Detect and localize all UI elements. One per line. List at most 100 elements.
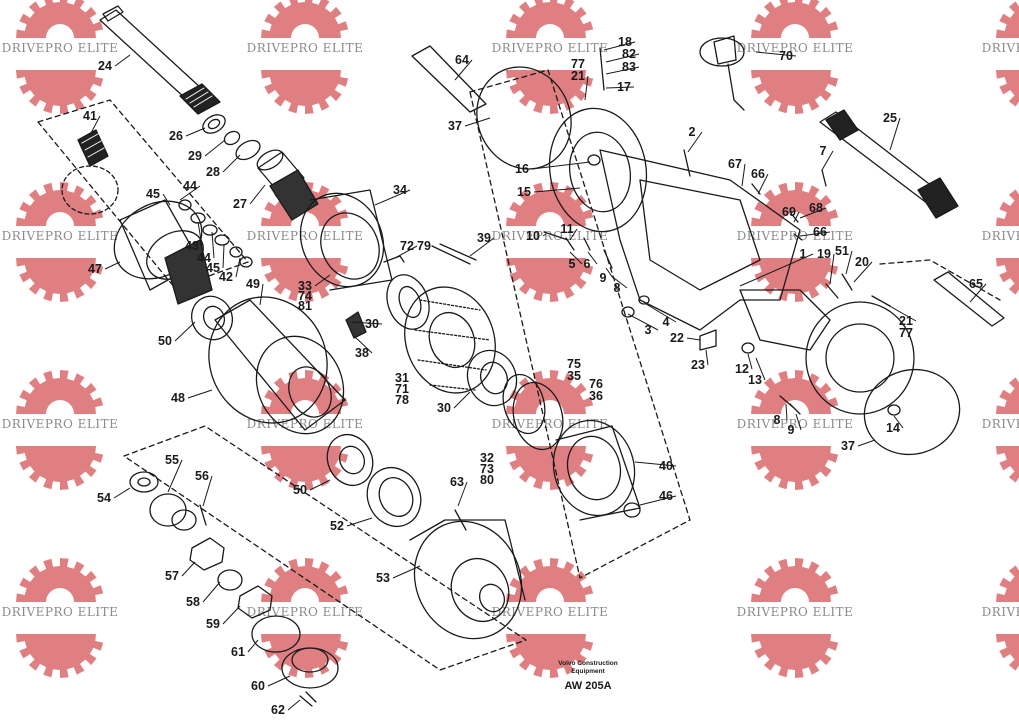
- leader-line: [394, 245, 418, 259]
- leader-line: [533, 187, 581, 193]
- leader-line: [259, 283, 264, 306]
- part-label-78: 78: [395, 393, 409, 407]
- spacer-55: [149, 493, 197, 531]
- leader-line: [793, 211, 800, 223]
- leader-line: [613, 277, 628, 289]
- part-label-2: 2: [689, 125, 696, 139]
- axle-housing-1: [599, 149, 801, 331]
- leader-line: [267, 675, 291, 687]
- part-label-28: 28: [206, 165, 220, 179]
- part-label-55: 55: [165, 453, 179, 467]
- part-label-58: 58: [186, 595, 200, 609]
- leader-line: [741, 163, 746, 187]
- part-label-4: 4: [663, 315, 670, 329]
- watermark-text: DRIVEPRO ELITE: [247, 41, 364, 55]
- caption-line2: Equipment: [571, 668, 605, 675]
- part-label-24: 24: [98, 59, 112, 73]
- bearing-50-lower: [326, 434, 374, 486]
- leader-line: [114, 54, 131, 67]
- leader-line: [162, 193, 171, 206]
- watermark-gear-1-0: DRIVEPRO ELITE: [2, 182, 118, 302]
- leader-line: [464, 117, 491, 127]
- part-label-70: 70: [779, 49, 793, 63]
- watermark-gear-2-0: DRIVEPRO ELITE: [2, 370, 118, 490]
- part-label-38: 38: [355, 346, 369, 360]
- leader-line: [202, 581, 221, 603]
- bolt-63: [454, 509, 467, 531]
- wheel-hub-53: [409, 519, 526, 640]
- pin-39: [431, 243, 477, 265]
- watermark-text: DRIVEPRO ELITE: [737, 41, 854, 55]
- part-label-79: 79: [417, 239, 431, 253]
- o-ring-37-lower: [863, 368, 961, 456]
- watermark-text: DRIVEPRO ELITE: [737, 417, 854, 431]
- watermark-gear-3-4: DRIVEPRO ELITE: [982, 565, 1019, 671]
- pin-72: [383, 255, 405, 263]
- watermark-gear-3-0: DRIVEPRO ELITE: [2, 558, 118, 678]
- shaft-65: [933, 271, 1005, 327]
- watermark-text: DRIVEPRO ELITE: [492, 417, 609, 431]
- part-label-56: 56: [195, 469, 209, 483]
- part-label-83: 83: [622, 60, 636, 74]
- caption-code: AW 205A: [564, 680, 611, 692]
- part-label-8: 8: [774, 413, 781, 427]
- screw-62: [299, 691, 317, 707]
- part-label-61: 61: [231, 645, 245, 659]
- part-label-67: 67: [728, 157, 742, 171]
- watermark-text: DRIVEPRO ELITE: [2, 41, 119, 55]
- watermark-gear-1-2: DRIVEPRO ELITE: [492, 182, 608, 302]
- axle-shaft-25: [819, 109, 959, 219]
- watermark-gear-3-2: DRIVEPRO ELITE: [492, 558, 608, 678]
- leader-line: [584, 75, 589, 101]
- part-label-60: 60: [251, 679, 265, 693]
- leader-line: [587, 251, 598, 265]
- leader-line: [222, 244, 225, 269]
- part-label-48: 48: [171, 391, 185, 405]
- part-label-50: 50: [293, 483, 307, 497]
- part-label-46: 46: [659, 489, 673, 503]
- part-label-44: 44: [197, 251, 211, 265]
- part-label-9: 9: [788, 423, 795, 437]
- leader-line: [705, 349, 709, 366]
- leader-line: [605, 86, 635, 89]
- part-label-35: 35: [567, 369, 581, 383]
- part-label-10: 10: [526, 229, 540, 243]
- part-label-47: 47: [88, 262, 102, 276]
- watermark-gear-3-3: DRIVEPRO ELITE: [737, 558, 854, 678]
- leader-line: [785, 403, 788, 421]
- part-label-5: 5: [569, 257, 576, 271]
- leader-line: [235, 257, 241, 278]
- watermark-text: DRIVEPRO ELITE: [982, 417, 1019, 431]
- leader-line: [569, 228, 578, 241]
- pin-56: [199, 504, 207, 526]
- small-washers-42-45: [178, 199, 253, 268]
- ring-drum-34: [299, 189, 393, 291]
- part-label-50: 50: [158, 334, 172, 348]
- leader-line: [627, 313, 659, 331]
- leader-line: [249, 184, 266, 205]
- housing-flange-right: [805, 301, 915, 415]
- leader-line: [969, 283, 987, 303]
- leader-line: [351, 321, 383, 325]
- part-label-22: 22: [670, 331, 684, 345]
- leader-line: [795, 413, 802, 431]
- plug-46: [623, 502, 641, 518]
- watermark-text: DRIVEPRO ELITE: [982, 605, 1019, 619]
- leader-line: [113, 487, 131, 499]
- dashed-outline-planet: [469, 69, 691, 579]
- friction-disc-31: [404, 286, 496, 394]
- watermark-text: DRIVEPRO ELITE: [737, 605, 854, 619]
- part-label-20: 20: [855, 255, 869, 269]
- part-label-72: 72: [400, 239, 414, 253]
- leader-line: [167, 459, 183, 493]
- watermark-text: DRIVEPRO ELITE: [247, 229, 364, 243]
- part-label-39: 39: [477, 231, 491, 245]
- part-label-43: 43: [185, 239, 199, 253]
- leader-line: [222, 605, 241, 625]
- leader-line: [211, 231, 215, 259]
- part-label-80: 80: [480, 473, 494, 487]
- leader-line: [202, 475, 213, 507]
- part-label-3: 3: [645, 323, 652, 337]
